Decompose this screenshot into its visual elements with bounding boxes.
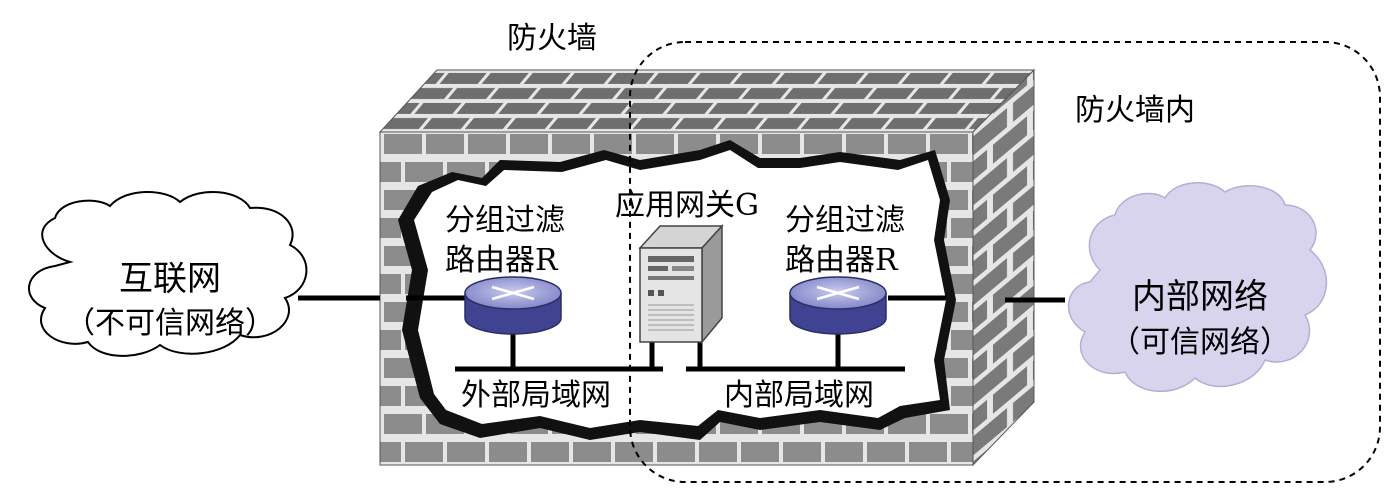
internet-subtitle: （不可信网络）	[65, 306, 275, 341]
lan-outer-label: 外部局域网	[461, 378, 611, 413]
router-inner-label-line1: 分组过滤	[785, 203, 905, 238]
lan-inner-label: 内部局域网	[724, 378, 874, 413]
internet-title: 互联网	[119, 259, 221, 299]
wall-side	[972, 68, 1035, 467]
internet-cloud: 互联网 （不可信网络）	[28, 191, 308, 357]
intranet-cloud: 内部网络 （可信网络）	[1068, 182, 1327, 392]
firewall-title: 防火墙	[507, 21, 597, 56]
wall-top	[378, 69, 1036, 133]
intranet-title: 内部网络	[1132, 277, 1268, 317]
router-arrows-icon	[491, 285, 535, 301]
router-outer-label-line1: 分组过滤	[445, 203, 565, 238]
router-inner-label-line2: 路由器R	[785, 243, 899, 278]
router-outer-label-line2: 路由器R	[445, 243, 559, 278]
router-inner	[789, 276, 887, 335]
gateway-server-icon	[638, 224, 724, 345]
links	[298, 295, 1065, 372]
inside-firewall-label: 防火墙内	[1075, 93, 1195, 128]
router-arrows-icon	[816, 285, 860, 301]
router-outer	[464, 276, 562, 335]
gateway-label: 应用网关G	[615, 188, 759, 223]
intranet-subtitle: （可信网络）	[1110, 325, 1290, 360]
inside-firewall-boundary	[629, 41, 1381, 483]
